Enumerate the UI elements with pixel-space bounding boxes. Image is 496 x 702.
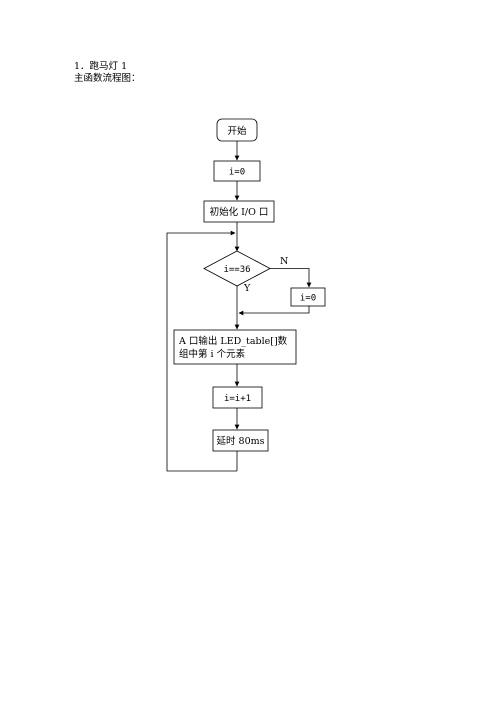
section-title: 1．跑马灯 1	[74, 61, 128, 72]
reset-i-node: i=0	[290, 287, 326, 307]
start-label: 开始	[227, 125, 247, 137]
flowchart-caption: 主函数流程图：	[74, 73, 141, 84]
init-i-node: i=0	[213, 160, 261, 182]
init-i-label: i=0	[229, 168, 245, 178]
output-label-line2: 组中第 i 个元素	[179, 348, 246, 360]
init-io-label: 初始化 I/O 口	[210, 206, 269, 218]
start-node: 开始	[216, 118, 258, 142]
output-node: A 口输出 LED_table[]数 组中第 i 个元素	[173, 329, 297, 365]
decision-node: i==36	[203, 250, 271, 287]
yes-label: Y	[243, 283, 251, 294]
arrow-no-branch	[270, 268, 312, 288]
arrow-reset-to-main	[238, 306, 310, 316]
no-label: N	[280, 256, 288, 267]
loop-back-arrow	[166, 230, 237, 472]
delay-node: 延时 80ms	[212, 429, 269, 452]
decision-label: i==36	[223, 265, 250, 275]
output-label-line1: A 口输出 LED_table[]数	[178, 335, 288, 347]
increment-node: i=i+1	[212, 386, 263, 409]
increment-label: i=i+1	[224, 394, 251, 404]
delay-label: 延时 80ms	[217, 435, 265, 447]
reset-i-label: i=0	[300, 294, 316, 304]
init-io-node: 初始化 I/O 口	[203, 200, 275, 223]
